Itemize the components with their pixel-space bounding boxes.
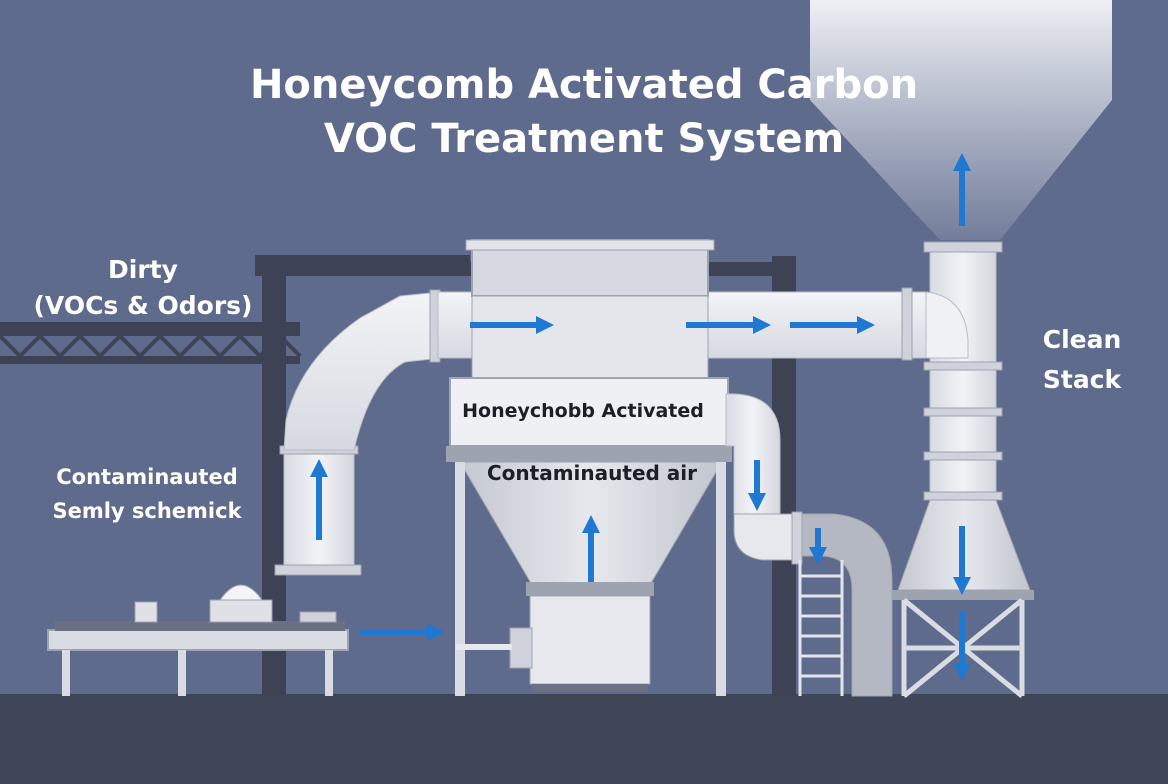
contaminated-source-label: Contaminauted Semly schemick [40, 460, 254, 528]
clean-label-line-2: Stack [1042, 365, 1122, 394]
contam-left-line-2: Semly schemick [52, 499, 242, 523]
exhaust-light-beam [810, 0, 1112, 240]
title-line-2: VOC Treatment System [323, 116, 845, 162]
fan-unit [456, 582, 654, 692]
title-line-1: Honeycomb Activated Carbon [249, 62, 919, 108]
ladder [798, 560, 844, 696]
diagram-title: Honeycomb Activated Carbon VOC Treatment… [0, 58, 1168, 166]
side-duct [725, 393, 893, 697]
inlet-duct [274, 289, 441, 576]
adsorber-housing [446, 239, 732, 462]
clean-stack-label: Clean Stack [1030, 320, 1134, 400]
ground [0, 694, 1168, 784]
dirty-label: Dirty (VOCs & Odors) [30, 252, 256, 324]
dirty-label-line-2: (VOCs & Odors) [33, 291, 253, 320]
adsorber-label: Honeychobb Activated [462, 400, 704, 422]
contam-left-line-1: Contaminauted [56, 465, 238, 489]
dirty-label-line-1: Dirty [108, 255, 178, 284]
conveyor [47, 584, 349, 696]
flow-arrows [310, 153, 971, 681]
hopper-label: Contaminauted air [487, 461, 697, 485]
clean-label-line-1: Clean [1042, 325, 1122, 354]
